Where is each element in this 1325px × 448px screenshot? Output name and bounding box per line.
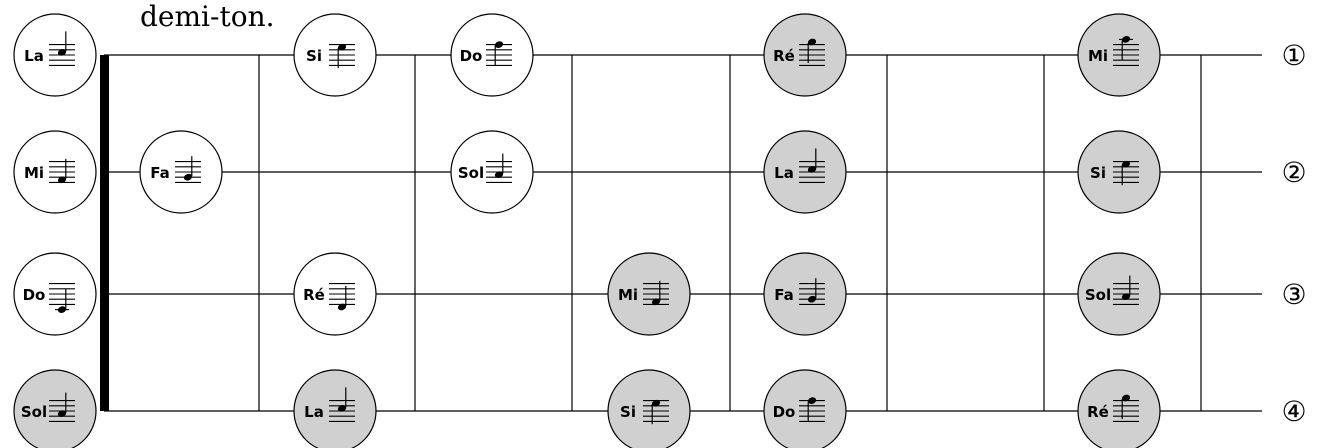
mini-staff [49, 283, 75, 313]
note-head [337, 43, 347, 51]
note-head [183, 173, 193, 181]
note-head [1121, 293, 1131, 300]
note-marker: Si [1077, 130, 1161, 214]
string-number: ④ [1281, 395, 1306, 428]
fret-grid [100, 55, 1202, 411]
note-marker: Mi [13, 130, 97, 214]
note-marker: Mi [1077, 13, 1161, 97]
mini-staff [486, 41, 512, 66]
note-head [1121, 394, 1131, 402]
note-head [337, 303, 347, 311]
mini-staff [1113, 160, 1139, 186]
note-marker: La [13, 13, 97, 97]
note-label: Si [1090, 164, 1106, 182]
mini-staff [1113, 394, 1139, 422]
note-label: Mi [24, 164, 44, 182]
note-head [57, 410, 67, 417]
mini-staff [799, 397, 825, 422]
note-label: Fa [774, 286, 794, 304]
note-marker: Sol [450, 130, 534, 214]
note-head [57, 49, 67, 56]
note-label: Do [460, 47, 483, 65]
note-marker: Fa [763, 252, 847, 336]
note-marker: Mi [607, 252, 691, 336]
note-marker: Fa [139, 130, 223, 214]
mini-staff [799, 148, 825, 183]
note-circle [607, 369, 691, 448]
mini-staff [329, 387, 355, 422]
note-label: Si [306, 47, 322, 65]
note-marker: La [763, 130, 847, 214]
header-text: demi-ton. [140, 0, 275, 33]
note-label: Ré [303, 286, 325, 304]
note-label: Fa [150, 164, 170, 182]
mini-staff [799, 38, 825, 66]
note-label: La [304, 403, 324, 421]
note-head [1121, 160, 1131, 168]
note-head [494, 41, 504, 48]
note-marker: Si [607, 369, 691, 448]
note-marker: Do [763, 369, 847, 448]
string-numbers: ① ② ③ ④ [1281, 39, 1306, 428]
string-lines [104, 54, 1262, 412]
note-circle [293, 369, 377, 448]
note-label: Mi [1088, 47, 1108, 65]
note-marker: Ré [1077, 369, 1161, 448]
note-label: Sol [21, 403, 47, 421]
mini-staff [1113, 36, 1139, 66]
note-marker: Do [450, 13, 534, 97]
string-number: ① [1281, 39, 1306, 72]
note-head [57, 306, 67, 313]
note-head [57, 176, 67, 184]
string-number: ③ [1281, 278, 1306, 311]
string-number: ② [1281, 156, 1306, 189]
mini-staff [329, 43, 355, 69]
mini-staff [329, 283, 355, 311]
note-head [494, 171, 504, 178]
mini-staff [175, 156, 201, 183]
note-label: Sol [1085, 286, 1111, 304]
mini-staff [643, 399, 669, 425]
note-label: Do [23, 286, 46, 304]
note-marker: Sol [1077, 252, 1161, 336]
note-head [337, 405, 347, 412]
mini-staff [49, 31, 75, 66]
note-marker: La [293, 369, 377, 448]
note-head [651, 399, 661, 407]
note-head [807, 295, 817, 303]
note-label: Sol [458, 164, 484, 182]
note-marker: Sol [13, 369, 97, 448]
note-marker: Si [293, 13, 377, 97]
note-head [807, 397, 817, 404]
note-marker: Do [13, 252, 97, 336]
note-head [1121, 36, 1131, 43]
mini-staff [799, 278, 825, 305]
mini-staff [49, 158, 75, 184]
note-circle [1077, 369, 1161, 448]
note-head [651, 298, 661, 306]
nut-bar [100, 55, 109, 411]
note-marker: Ré [293, 252, 377, 336]
mini-staff [49, 392, 75, 422]
note-label: La [774, 164, 794, 182]
note-head [807, 38, 817, 46]
note-label: Mi [618, 286, 638, 304]
mini-staff [486, 153, 512, 183]
note-label: Si [620, 403, 636, 421]
note-circle [763, 369, 847, 448]
mini-staff [643, 280, 669, 306]
note-circle [13, 369, 97, 448]
note-label: Ré [1087, 403, 1109, 421]
note-label: La [24, 47, 44, 65]
mini-staff [1113, 275, 1139, 305]
note-marker: Ré [763, 13, 847, 97]
note-label: Do [773, 403, 796, 421]
note-head [807, 166, 817, 173]
note-label: Ré [773, 47, 795, 65]
